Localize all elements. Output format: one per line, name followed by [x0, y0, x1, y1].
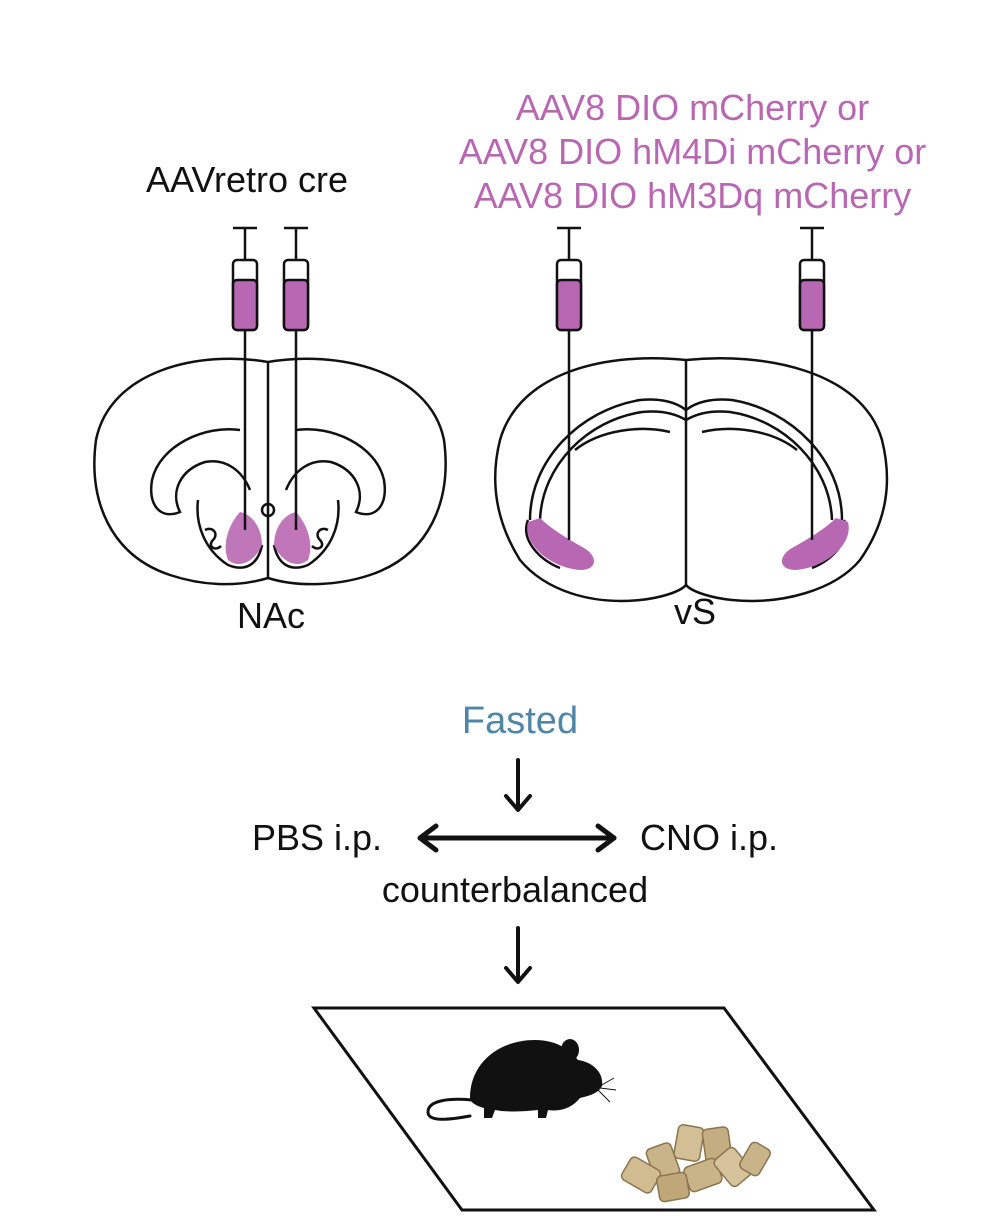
label-pbs-ip: PBS i.p. — [252, 817, 383, 858]
vs-right-syringe — [798, 226, 826, 332]
test-arena — [311, 1006, 877, 1212]
nac-left-injection-area — [225, 512, 262, 565]
nac-outline — [93, 357, 447, 586]
double-arrow — [417, 823, 617, 853]
down-arrow-2 — [504, 926, 532, 984]
mouse-icon — [426, 1039, 617, 1121]
nac-right-injection-area — [274, 512, 311, 565]
vs-left-syringe — [555, 226, 583, 332]
nac-brain-section — [93, 357, 447, 586]
label-aav8-line-3: AAV8 DIO hM3Dq mCherry — [473, 175, 912, 216]
label-vs: vS — [673, 591, 716, 632]
label-aav8-line-1: AAV8 DIO mCherry or — [515, 87, 870, 128]
label-aav8-line-2: AAV8 DIO hM4Di mCherry or — [458, 131, 927, 172]
label-cno-ip: CNO i.p. — [640, 817, 779, 858]
nac-left-syringe — [231, 226, 259, 332]
nac-right-ventricle — [284, 427, 387, 516]
nac-left-ventricle — [149, 427, 252, 516]
nac-right-syringe — [282, 226, 310, 332]
label-counterbalanced: counterbalanced — [381, 869, 649, 910]
vs-brain-section — [493, 357, 889, 603]
label-aavretro-cre: AAVretro cre — [146, 159, 349, 200]
vs-left-injection-area — [527, 518, 595, 570]
label-nac: NAc — [236, 595, 305, 636]
down-arrow-1 — [504, 758, 532, 812]
vs-outline — [493, 357, 889, 603]
label-aav8-constructs: AAV8 DIO mCherry or AAV8 DIO hM4Di mCher… — [405, 86, 980, 218]
vs-right-injection-area — [781, 518, 849, 570]
label-fasted: Fasted — [461, 700, 579, 742]
food-pellets-icon — [620, 1124, 771, 1203]
